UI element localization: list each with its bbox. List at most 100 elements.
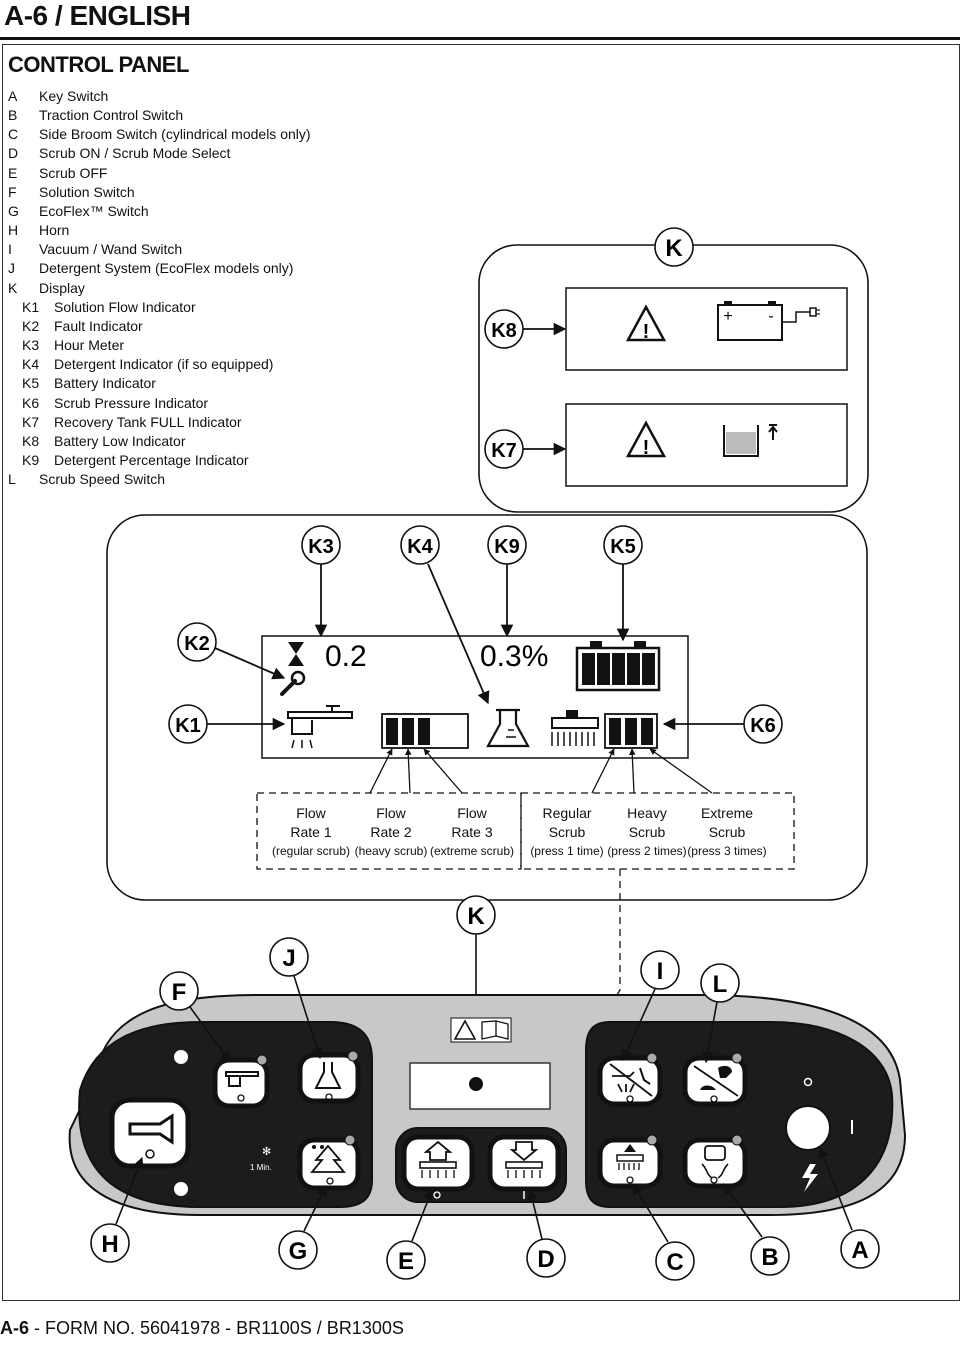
callout-arrow [622, 988, 656, 1062]
footer-form-text: - FORM NO. 56041978 - BR1100S / BR1300S [29, 1318, 404, 1338]
caption-arrow [405, 748, 412, 794]
callout-arrow [115, 1156, 144, 1225]
callout-circle [654, 227, 694, 267]
callout-k3-label: K3 [308, 536, 334, 558]
legend-label: Detergent Indicator (if so equipped) [54, 356, 274, 373]
legend-key: J [8, 260, 15, 277]
callout-circle [840, 1229, 880, 1269]
tank-full-screen [565, 403, 848, 487]
battery-plug-icon [717, 301, 820, 341]
section-title: CONTROL PANEL [8, 52, 189, 77]
callout-arrow [723, 1183, 763, 1238]
legend-key: C [8, 126, 19, 143]
legend-label: Hour Meter [54, 337, 125, 354]
legend-label: Traction Control Switch [39, 107, 184, 124]
header-rule [0, 37, 960, 40]
traction-led [731, 1134, 743, 1146]
callout-circle [526, 1238, 566, 1278]
callout-k-panel-label: K [467, 903, 485, 930]
heavy-scrub-caption: Heavy Scrub (press 2 times) [606, 804, 688, 861]
legend-key: K [8, 279, 18, 296]
page-header: A-6 / ENGLISH [4, 0, 191, 31]
wrench-icon [280, 670, 306, 696]
read-manual-warning-icon [450, 1017, 512, 1043]
key-switch[interactable] [785, 1105, 831, 1151]
callout-a-label: A [851, 1237, 868, 1264]
caption-line: (press 2 times) [607, 844, 687, 858]
callout-circle [655, 1241, 695, 1281]
legend-label: Display [39, 279, 85, 296]
callout-i-label: I [657, 958, 664, 985]
scrub-up-icon [419, 1140, 457, 1178]
vacuum-led [646, 1052, 658, 1064]
callout-e-label: E [398, 1248, 414, 1275]
legend-key: K6 [22, 394, 40, 411]
flow-rate-bars [381, 713, 469, 749]
flow-rate-3-caption: Flow Rate 3 (extreme scrub) [428, 804, 516, 861]
ecoflex-duration-label: 1 Min. [250, 1163, 272, 1172]
solution-faucet-icon [225, 1071, 259, 1102]
detergent-led [347, 1050, 359, 1062]
legend-label: Scrub Speed Switch [39, 471, 166, 488]
legend-label: Scrub ON / Scrub Mode Select [39, 145, 231, 162]
traction-control-button[interactable] [682, 1137, 748, 1189]
ecoflex-button[interactable] [297, 1137, 361, 1191]
callout-b-label: B [761, 1244, 778, 1271]
callout-circle [386, 1240, 426, 1280]
solution-led [256, 1054, 268, 1066]
warning-triangle-icon [625, 420, 667, 458]
detergent-button[interactable] [297, 1052, 361, 1104]
legend-key: K5 [22, 375, 40, 392]
legend-label: Solution Flow Indicator [54, 298, 196, 315]
footer-page-number: A-6 [0, 1318, 30, 1338]
callout-k6-label: K6 [750, 715, 776, 737]
legend-item: K Display [8, 279, 311, 298]
caption-arrow [369, 748, 393, 794]
battery-plus-sign: + [723, 308, 732, 325]
vacuum-wand-button[interactable] [597, 1055, 663, 1107]
caption-line: (regular scrub) [271, 844, 351, 858]
caption-line: (extreme scrub) [429, 844, 515, 858]
callout-circle [90, 1223, 130, 1263]
hourglass-icon [288, 642, 304, 666]
legend-label: Fault Indicator [54, 317, 143, 334]
legend-key: F [8, 183, 17, 200]
callout-circle [750, 1236, 790, 1276]
callout-k4-label: K4 [407, 536, 433, 558]
side-broom-led [646, 1134, 658, 1146]
callout-k5-label: K5 [610, 536, 636, 558]
caption-arrow [591, 748, 615, 794]
extreme-scrub-caption: Extreme Scrub (press 3 times) [686, 804, 768, 861]
battery-minus-sign: - [768, 308, 773, 325]
snowflake-icon: ✻ [262, 1146, 271, 1158]
caption-line: Scrub [628, 824, 666, 840]
legend-label: Key Switch [39, 88, 109, 104]
legend-item: K2 Fault Indicator [8, 317, 311, 336]
scrub-on-button[interactable] [487, 1134, 561, 1192]
caption-line: (heavy scrub) [354, 844, 428, 858]
caption-line: Rate 1 [290, 824, 332, 840]
scrub-off-symbol [433, 1191, 441, 1199]
legend-key: K2 [22, 317, 40, 334]
scrub-off-button[interactable] [401, 1134, 475, 1192]
side-broom-button[interactable] [597, 1137, 663, 1189]
turtle-rabbit-icon [693, 1065, 739, 1103]
legend-key: E [8, 164, 18, 181]
caption-line: Scrub [708, 824, 746, 840]
legend-label: Vacuum / Wand Switch [39, 241, 183, 258]
callout-arrow [303, 1184, 327, 1232]
regular-scrub-caption: Regular Scrub (press 1 time) [527, 804, 607, 861]
caption-arrow [629, 748, 636, 794]
legend-key: H [8, 222, 19, 239]
